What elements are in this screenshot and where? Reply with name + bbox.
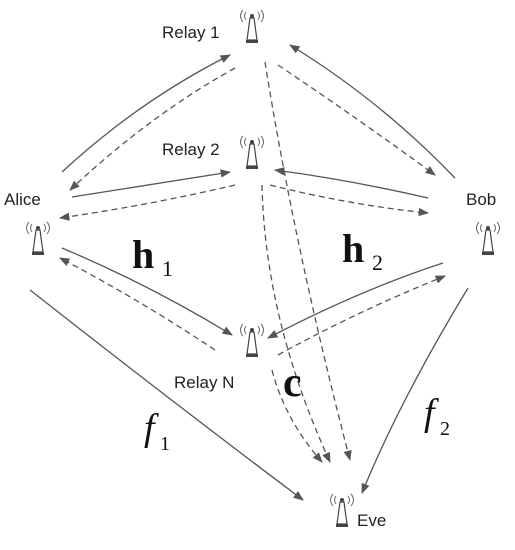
bob-to-eve-arrow [361, 287, 469, 494]
relayN-label: Relay N [174, 373, 234, 392]
f2-subscript: 2 [440, 418, 450, 440]
h2-subscript: 2 [372, 250, 383, 275]
relayN-to-eve-arrow [271, 369, 323, 463]
relayN-to-alice-arrow [59, 257, 216, 351]
h1-label: h [132, 232, 154, 277]
alice-to-eve-arrow [29, 289, 304, 501]
relay2-antenna-icon [239, 135, 265, 170]
alice-antenna-icon [25, 221, 51, 256]
relay1-to-bob-arrow [277, 64, 436, 176]
h1-subscript: 1 [162, 256, 173, 281]
relay1-antenna-icon [239, 9, 265, 44]
relayN-to-bob-arrow [277, 275, 446, 356]
bob-to-relayN-arrow [267, 262, 444, 339]
relay2-to-eve-arrow [261, 184, 331, 463]
f1-subscript: 1 [160, 433, 170, 455]
h2-label: h [342, 226, 364, 271]
relay2-label: Relay 2 [162, 140, 220, 159]
bob-antenna-icon [475, 221, 501, 256]
alice-to-relay1-arrow [61, 54, 231, 173]
f1-label: f [144, 407, 159, 449]
alice-label: Alice [4, 190, 41, 209]
alice-to-relayN-arrow [61, 247, 233, 336]
eve-antenna-icon [329, 493, 355, 528]
relay1-to-alice-arrow [69, 67, 236, 191]
relayN-antenna-icon [239, 323, 265, 358]
bob-to-relay1-arrow [289, 44, 456, 179]
c-label: c [283, 360, 302, 406]
alice-to-relay2-arrow [71, 169, 232, 198]
relay1-label: Relay 1 [162, 23, 220, 42]
eve-label: Eve [357, 511, 386, 530]
bob-to-relay2-arrow [273, 167, 429, 199]
relay2-to-alice-arrow [58, 184, 236, 221]
relay1-to-eve-arrow [264, 61, 352, 462]
relay2-to-bob-arrow [269, 184, 430, 217]
f2-label: f [424, 392, 439, 434]
bob-label: Bob [466, 190, 496, 209]
